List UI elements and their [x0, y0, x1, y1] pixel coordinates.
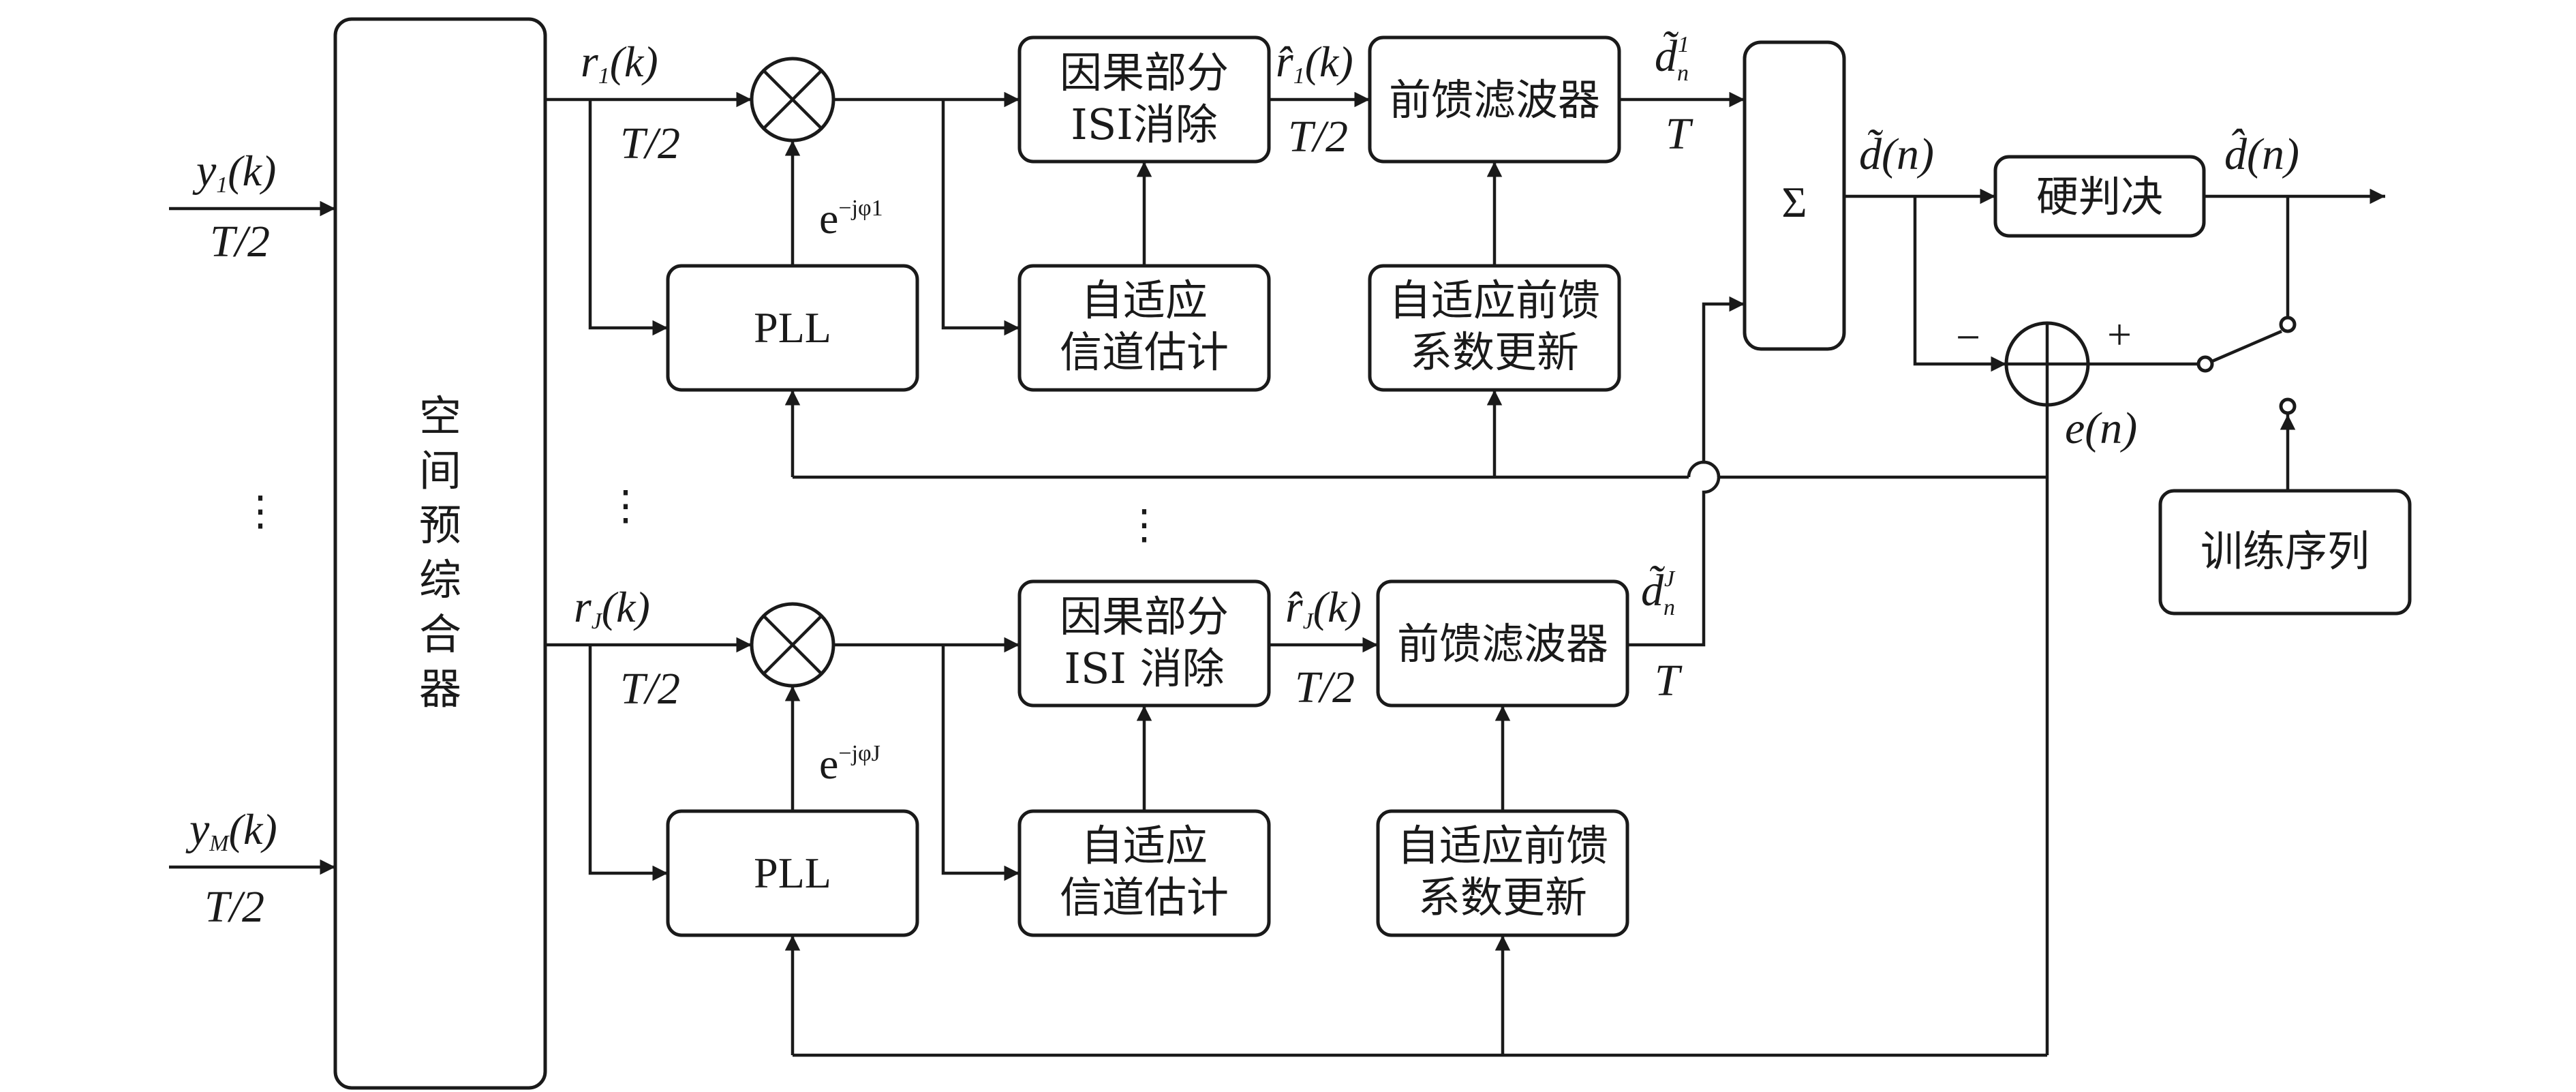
svg-text:T/2: T/2: [620, 664, 680, 714]
svg-text:T/2: T/2: [620, 119, 680, 168]
svg-text:ISI消除: ISI消除: [1071, 100, 1217, 149]
label-plus: +: [2107, 310, 2132, 359]
label-d-hat: d̂(n): [2224, 129, 2299, 179]
svg-text:自适应前馈: 自适应前馈: [1389, 275, 1600, 325]
svg-text:自适应: 自适应: [1081, 275, 1208, 325]
mixer-bottom: [750, 602, 835, 688]
svg-text:y1(k): y1(k): [192, 146, 276, 198]
label-d-tilde: d̃(n): [1859, 130, 1934, 179]
label-yM: yM(k) T/2: [185, 804, 277, 932]
svg-text:系数更新: 系数更新: [1410, 327, 1579, 377]
svg-text:r̂1(k): r̂1(k): [1276, 37, 1353, 89]
svg-text:T: T: [1655, 656, 1683, 706]
svg-text:T/2: T/2: [210, 217, 270, 267]
svg-text:e−jφJ: e−jφJ: [819, 740, 880, 788]
svg-text:e−jφ1: e−jφ1: [819, 194, 883, 243]
svg-text:d̃n1: d̃n1: [1655, 31, 1689, 86]
error-summer: [2004, 321, 2090, 407]
svg-text:间: 间: [419, 446, 461, 496]
label-rJ: rJ(k) T/2: [574, 582, 680, 714]
label-d1: d̃n1 T: [1655, 31, 1693, 159]
svg-text:训练序列: 训练序列: [2201, 526, 2370, 576]
svg-text:T: T: [1666, 109, 1693, 159]
svg-text:自适应: 自适应: [1081, 821, 1208, 870]
svg-text:yM(k): yM(k): [185, 804, 277, 856]
svg-text:T/2: T/2: [1295, 663, 1355, 712]
label-y1: y1(k) T/2: [192, 146, 276, 267]
svg-text:综: 综: [419, 555, 461, 605]
signal-wires: [169, 91, 2385, 1057]
ellipsis-inputs: ⋮: [240, 489, 281, 534]
ellipsis-isi: ⋮: [1124, 502, 1165, 547]
label-r1-hat: r̂1(k) T/2: [1276, 37, 1353, 162]
svg-text:r1(k): r1(k): [581, 37, 658, 89]
svg-text:前馈滤波器: 前馈滤波器: [1389, 75, 1600, 125]
label-rJ-hat: r̂J(k) T/2: [1285, 582, 1362, 712]
svg-text:信道估计: 信道估计: [1060, 873, 1229, 922]
svg-text:rJ(k): rJ(k): [574, 582, 650, 634]
label-error: e(n): [2065, 404, 2137, 453]
ellipsis-branches: ⋮: [605, 483, 646, 528]
svg-text:r̂J(k): r̂J(k): [1285, 582, 1362, 634]
svg-text:合: 合: [419, 609, 461, 659]
svg-text:信道估计: 信道估计: [1060, 327, 1229, 377]
spatial-combiner-label: 空 间 预 综 合 器: [419, 391, 461, 714]
svg-text:T/2: T/2: [1288, 112, 1348, 162]
training-sequence-block: [2158, 489, 2412, 616]
svg-text:自适应前馈: 自适应前馈: [1397, 821, 1608, 870]
svg-text:ISI 消除: ISI 消除: [1064, 643, 1224, 693]
svg-text:因果部分: 因果部分: [1060, 592, 1229, 641]
svg-text:硬判决: 硬判决: [2036, 172, 2163, 222]
svg-text:因果部分: 因果部分: [1060, 48, 1229, 97]
label-phase-bottom: e−jφJ: [819, 740, 880, 788]
switch-contacts: [2196, 316, 2297, 415]
mixer-top: [750, 57, 835, 142]
svg-text:器: 器: [419, 664, 461, 714]
spatial-combiner-block: [333, 17, 547, 1090]
svg-text:空: 空: [419, 391, 461, 441]
svg-text:系数更新: 系数更新: [1418, 873, 1587, 922]
label-r1: r1(k) T/2: [581, 37, 680, 168]
label-phase-top: e−jφ1: [819, 194, 883, 243]
svg-text:d̃nJ: d̃nJ: [1641, 566, 1676, 620]
label-minus: −: [1956, 313, 1980, 361]
label-dJ: d̃nJ T: [1641, 566, 1683, 706]
svg-text:PLL: PLL: [754, 303, 831, 352]
svg-text:PLL: PLL: [754, 849, 831, 897]
svg-text:前馈滤波器: 前馈滤波器: [1397, 619, 1608, 669]
svg-text:T/2: T/2: [204, 882, 264, 932]
svg-text:Σ: Σ: [1781, 178, 1807, 226]
svg-text:预: 预: [419, 500, 461, 550]
